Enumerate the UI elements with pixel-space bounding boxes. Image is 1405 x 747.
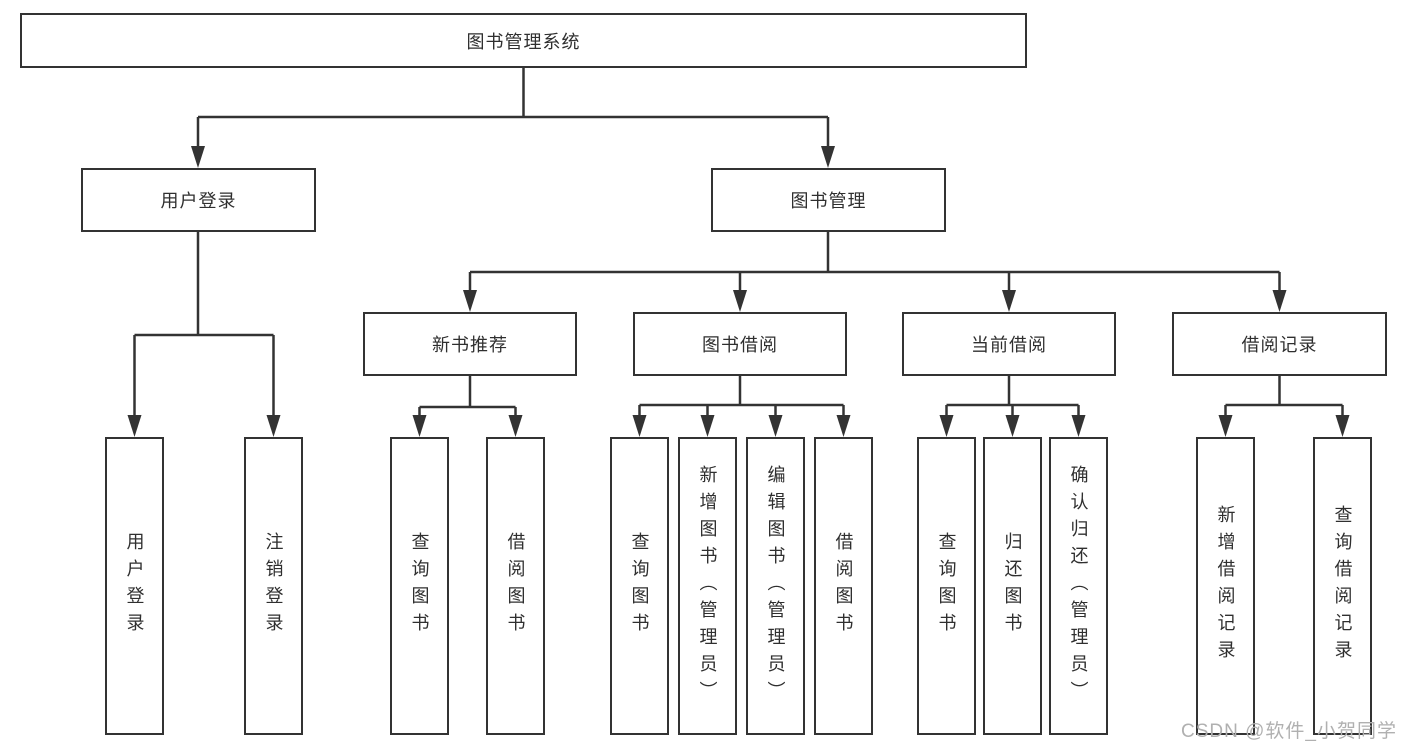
connector-borrow-group: [638, 376, 845, 416]
connector-current-group: [945, 376, 1080, 416]
node-book-management-branch: 图书管理: [711, 168, 946, 232]
node-current-borrowing: 当前借阅: [902, 312, 1116, 376]
csdn-watermark: CSDN @软件_小贺同学: [1181, 721, 1397, 742]
node-logout-leaf: 注销登录: [244, 437, 303, 735]
node-query-borrow-record: 查询借阅记录: [1313, 437, 1372, 735]
node-book-borrowing: 图书借阅: [633, 312, 847, 376]
node-add-book-admin: 新增图书（管理员）: [678, 437, 737, 735]
node-edit-book-admin: 编辑图书（管理员）: [746, 437, 805, 735]
arrowheads-new-book-group: [412, 415, 523, 437]
connector-records-group: [1224, 376, 1344, 416]
connector-new-book-group: [418, 376, 517, 416]
node-query-books-recommend: 查询图书: [390, 437, 449, 735]
connector-book-to-level3: [468, 232, 1281, 291]
node-query-books-borrowing: 查询图书: [610, 437, 669, 735]
node-borrow-books-recommend: 借阅图书: [486, 437, 545, 735]
node-query-books-current: 查询图书: [917, 437, 976, 735]
connector-root-to-level2: [196, 68, 830, 147]
node-confirm-return-admin: 确认归还（管理员）: [1049, 437, 1108, 735]
arrowheads-borrow-group: [632, 415, 851, 437]
arrowheads-user-branch: [127, 415, 281, 437]
node-library-management-system: 图书管理系统: [20, 13, 1027, 68]
arrowheads-records-group: [1218, 415, 1350, 437]
node-return-book: 归还图书: [983, 437, 1042, 735]
arrowheads-current-group: [939, 415, 1086, 437]
arrowheads-level3: [463, 290, 1287, 312]
connector-user-branch: [133, 232, 275, 416]
arrowheads-level2: [191, 146, 835, 168]
node-user-login-leaf: 用户登录: [105, 437, 164, 735]
node-add-borrow-record: 新增借阅记录: [1196, 437, 1255, 735]
node-new-book-recommendation: 新书推荐: [363, 312, 577, 376]
node-borrow-books-leaf: 借阅图书: [814, 437, 873, 735]
node-user-login-branch: 用户登录: [81, 168, 316, 232]
node-borrowing-records: 借阅记录: [1172, 312, 1387, 376]
